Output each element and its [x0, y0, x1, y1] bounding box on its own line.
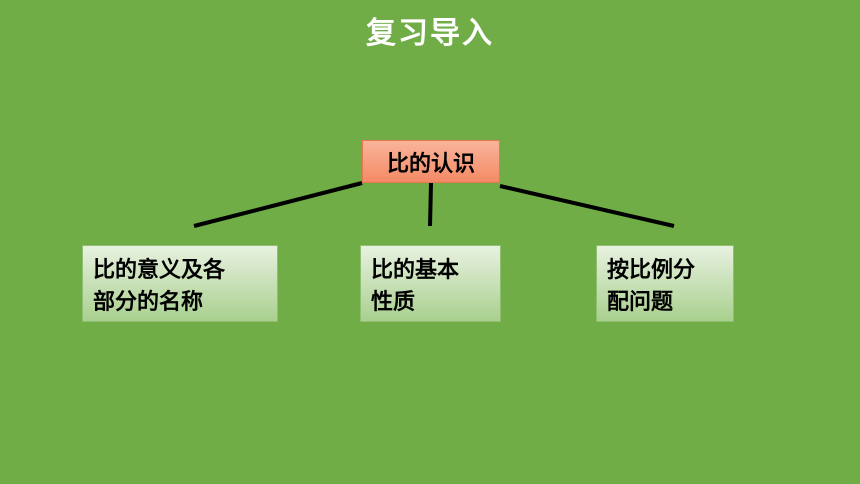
connector-middle — [428, 182, 433, 227]
root-node: 比的认识 — [362, 140, 500, 183]
child-node-meaning: 比的意义及各 部分的名称 — [82, 245, 278, 322]
child-node-property: 比的基本 性质 — [360, 245, 501, 322]
connector-left — [193, 181, 363, 228]
connector-right — [499, 184, 675, 228]
slide-title: 复习导入 — [366, 16, 494, 51]
child-node-distribution: 按比例分 配问题 — [596, 245, 734, 322]
